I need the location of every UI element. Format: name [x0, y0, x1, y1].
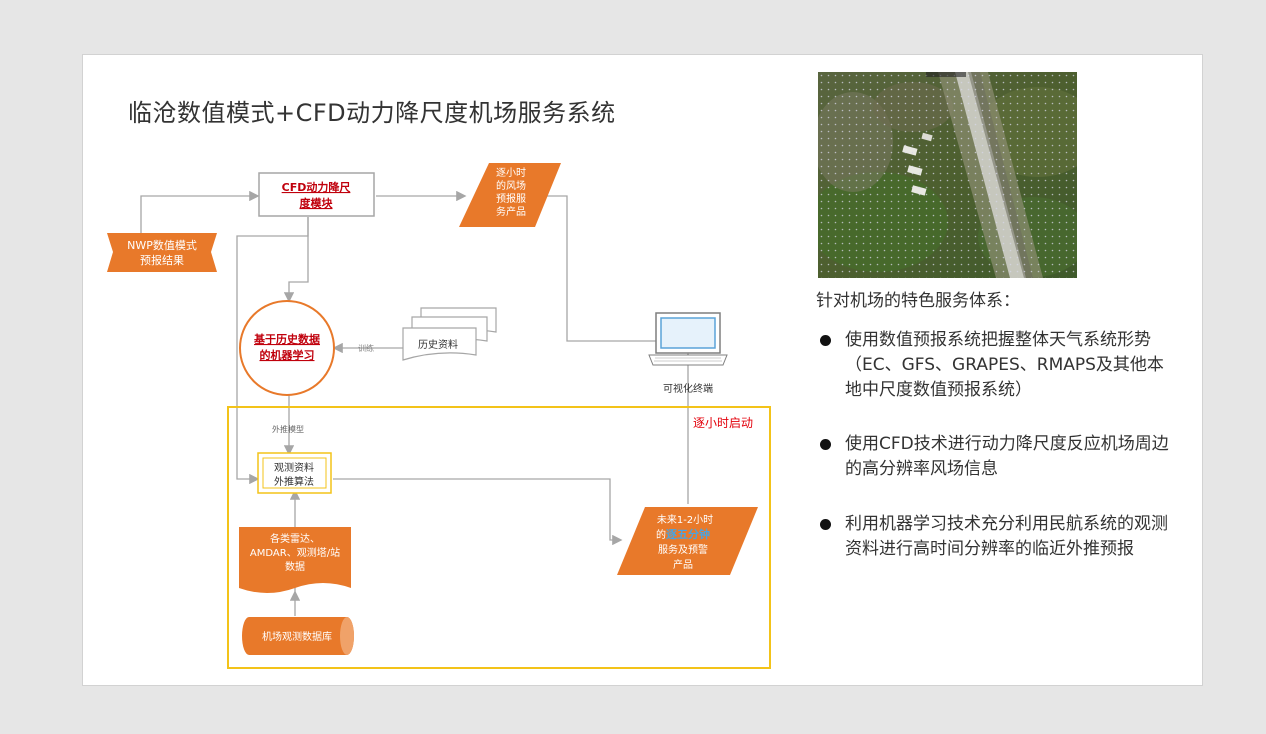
bullet-dot [820, 335, 831, 346]
radar-amdar-data-document: 各类雷达、 AMDAR、观测塔/站 数据 [239, 527, 351, 593]
bullet-text: 利用机器学习技术充分利用民航系统的观测资料进行高时间分辨率的临近外推预报 [845, 514, 1168, 559]
train-label: 训练 [358, 343, 374, 353]
machine-learning-circle: 基于历史数据 的机器学习 [239, 300, 335, 396]
svg-text:NWP数值模式: NWP数值模式 [127, 239, 197, 252]
airport-aerial-photo [818, 72, 1077, 278]
five-minute-forecast-product: 未来1-2小时 的逐五分钟 服务及预警 产品 [617, 507, 758, 575]
svg-text:各类雷达、: 各类雷达、 [270, 532, 320, 545]
svg-text:的风场: 的风场 [496, 179, 526, 192]
bullet-dot [820, 439, 831, 450]
nwp-forecast-box: NWP数值模式 预报结果 [107, 233, 217, 272]
bullet-item: 利用机器学习技术充分利用民航系统的观测资料进行高时间分辨率的临近外推预报 [818, 512, 1178, 562]
extrapolation-model-label: 外推模型 [272, 424, 304, 434]
airport-observation-database: 机场观测数据库 [242, 617, 354, 655]
cfd-downscaling-module: CFD动力降尺 度模块 [258, 172, 375, 217]
hourly-wind-forecast-product: 逐小时 的风场 预报服 务产品 [459, 163, 561, 227]
svg-text:服务及预警: 服务及预警 [658, 543, 708, 556]
hourly-start-frame [227, 406, 771, 669]
bullet-item: 使用数值预报系统把握整体天气系统形势（EC、GFS、GRAPES、RMAPS及其… [818, 328, 1178, 403]
slide-title: 临沧数值模式+CFD动力降尺度机场服务系统 [128, 99, 616, 127]
svg-text:机场观测数据库: 机场观测数据库 [262, 630, 332, 643]
terminal-label: 可视化终端 [663, 382, 713, 395]
svg-text:产品: 产品 [673, 558, 693, 571]
service-system-heading: 针对机场的特色服务体系： [816, 291, 1020, 311]
observation-extrapolation-box: 观测资料 外推算法 [257, 452, 332, 494]
svg-text:外推算法: 外推算法 [274, 475, 314, 488]
svg-text:观测资料: 观测资料 [274, 461, 314, 474]
slide: 临沧数值模式+CFD动力降尺度机场服务系统 逐小时启动 NWP [82, 54, 1203, 686]
svg-text:未来1-2小时: 未来1-2小时 [657, 514, 713, 526]
svg-text:逐小时: 逐小时 [496, 167, 526, 179]
svg-text:的机器学习: 的机器学习 [260, 348, 315, 362]
svg-text:度模块: 度模块 [300, 196, 334, 210]
hourly-start-label: 逐小时启动 [693, 416, 753, 430]
bullet-text: 使用CFD技术进行动力降尺度反应机场周边的高分辨率风场信息 [845, 434, 1169, 479]
svg-text:务产品: 务产品 [496, 205, 526, 218]
system-flow-diagram: 逐小时启动 NWP数值模式 预报结果 CFD动力降尺 度模块 逐小时 的风场 预… [107, 163, 771, 669]
svg-text:CFD动力降尺: CFD动力降尺 [282, 180, 351, 194]
svg-text:预报结果: 预报结果 [140, 253, 184, 267]
history-documents-label: 历史资料 [418, 338, 458, 351]
history-documents-icon [402, 307, 497, 361]
bullet-dot [820, 519, 831, 530]
svg-text:AMDAR、观测塔/站: AMDAR、观测塔/站 [250, 546, 340, 559]
svg-text:的逐五分钟: 的逐五分钟 [656, 527, 710, 541]
monitor-icon [648, 312, 728, 366]
bullet-item: 使用CFD技术进行动力降尺度反应机场周边的高分辨率风场信息 [818, 432, 1178, 482]
bullet-text: 使用数值预报系统把握整体天气系统形势（EC、GFS、GRAPES、RMAPS及其… [845, 330, 1164, 400]
svg-text:基于历史数据: 基于历史数据 [253, 332, 320, 346]
service-bullet-list: 使用数值预报系统把握整体天气系统形势（EC、GFS、GRAPES、RMAPS及其… [818, 328, 1178, 562]
svg-text:数据: 数据 [285, 560, 305, 573]
svg-text:预报服: 预报服 [496, 192, 526, 205]
